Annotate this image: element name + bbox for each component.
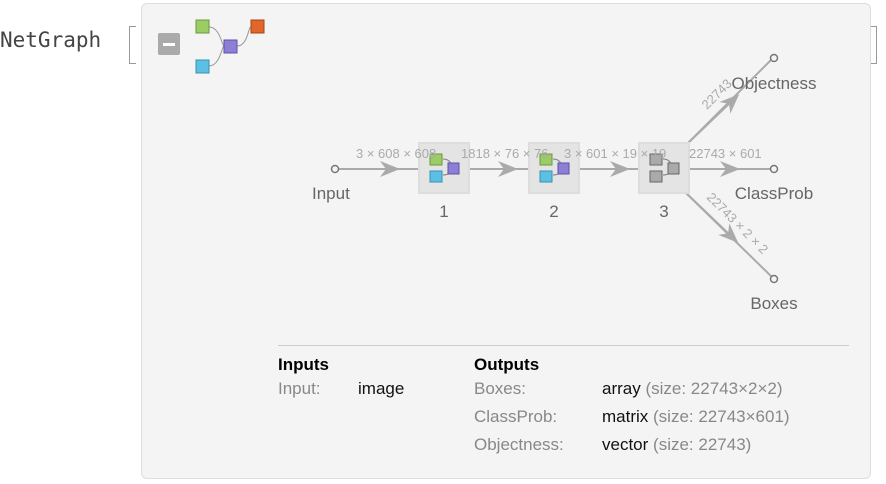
output-size: (size: 22743×601) [653,407,790,426]
inputs-table: Inputs Input: image [278,355,404,407]
edge-label: 3 × 601 × 19 × 19 [564,146,666,161]
collapse-button[interactable] [158,33,180,55]
left-bracket [129,26,136,64]
output-size: (size: 22743) [653,435,752,454]
edge-label: 22743 [699,76,735,112]
netgraph-head: NetGraph [0,28,102,52]
edge-label: 1818 × 76 × 76 [461,146,548,161]
output-size: (size: 22743×2×2) [645,379,783,398]
output-name: Boxes: [474,379,526,398]
outputs-table: Outputs Boxes: array (size: 22743×2×2) Cl… [474,355,790,463]
divider [278,345,849,346]
output-type: vector [602,435,649,454]
output-port-label: ClassProb [735,184,813,203]
output-name: ClassProb: [474,407,558,426]
layer-node-1[interactable] [418,142,470,194]
node-label: 1 [439,202,448,221]
layer-node-3[interactable] [638,142,690,194]
outputs-title: Outputs [474,355,540,374]
node-label: 2 [549,202,558,221]
input-port-label: Input [312,184,350,203]
output-type: matrix [602,407,649,426]
output-port-label: Objectness [731,74,816,93]
node-label: 3 [659,202,668,221]
input-name: Input: [278,379,321,398]
layer-node-2[interactable] [528,142,580,194]
summary-icon [195,19,265,74]
edge-label: 22743 × 601 [689,146,762,161]
inputs-title: Inputs [278,355,329,374]
input-type: image [358,379,405,398]
output-name: Objectness: [474,435,564,454]
output-port-label: Boxes [750,294,797,313]
edge-label: 3 × 608 × 608 [356,146,436,161]
output-type: array [602,379,641,398]
right-bracket [870,26,877,64]
